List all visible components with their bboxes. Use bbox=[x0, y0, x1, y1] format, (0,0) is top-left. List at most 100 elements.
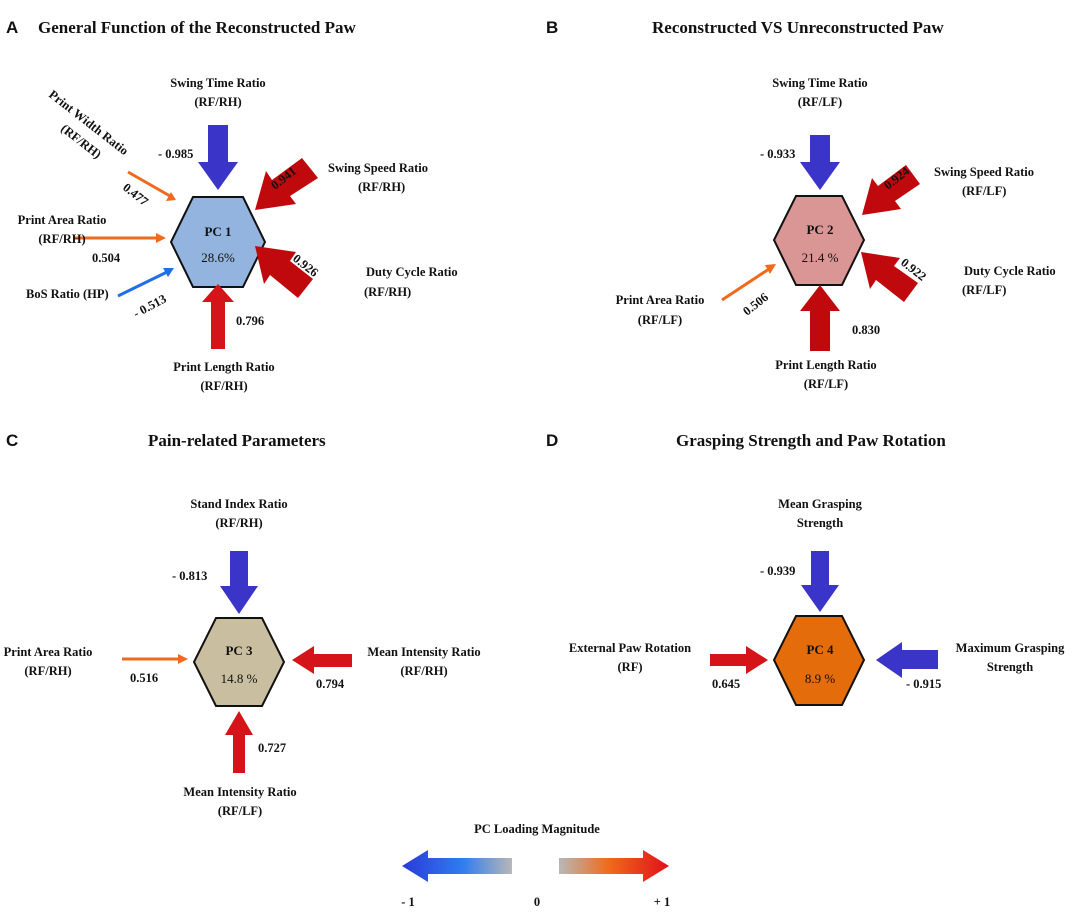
c-stand-index-sub: (RF/RH) bbox=[215, 516, 262, 530]
a-bos-arrow-shaft bbox=[117, 270, 168, 298]
a-print-length-arrow bbox=[202, 284, 234, 349]
panel-d-letter: D bbox=[546, 431, 558, 450]
panel-d: D Grasping Strength and Paw Rotation PC … bbox=[546, 431, 1065, 706]
b-print-area-arrow-shaft bbox=[721, 267, 770, 302]
pc4-hexagon bbox=[772, 615, 866, 706]
d-max-grasp-value: - 0.915 bbox=[906, 677, 941, 691]
panel-a-letter: A bbox=[6, 18, 18, 37]
a-print-width-arrow-head bbox=[166, 192, 176, 201]
pc4-label: PC 4 bbox=[806, 642, 834, 657]
b-swing-time-sub: (RF/LF) bbox=[798, 95, 842, 109]
a-swing-speed-label: Swing Speed Ratio bbox=[328, 161, 428, 175]
b-print-area-label: Print Area Ratio bbox=[616, 293, 705, 307]
c-print-area-sub: (RF/RH) bbox=[24, 664, 71, 678]
pc3-label: PC 3 bbox=[225, 643, 253, 658]
a-swing-speed-sub: (RF/RH) bbox=[358, 180, 405, 194]
legend-negative-arrow bbox=[402, 850, 512, 882]
b-swing-time-label: Swing Time Ratio bbox=[772, 76, 867, 90]
c-stand-index-arrow bbox=[220, 551, 258, 614]
a-print-width-value: 0.477 bbox=[120, 180, 151, 208]
panel-c-title: Pain-related Parameters bbox=[148, 431, 326, 450]
pc3-variance: 14.8 % bbox=[221, 671, 258, 686]
pc4-variance: 8.9 % bbox=[805, 671, 836, 686]
pc2-label: PC 2 bbox=[806, 222, 833, 237]
a-bos-arrow-head bbox=[163, 268, 174, 277]
a-print-length-sub: (RF/RH) bbox=[200, 379, 247, 393]
d-mean-grasp-value: - 0.939 bbox=[760, 564, 795, 578]
d-mean-grasp-arrow bbox=[801, 551, 839, 612]
a-bos-value: - 0.513 bbox=[131, 292, 169, 321]
c-mean-intensity-lf-arrow bbox=[225, 711, 253, 773]
b-duty-cycle-arrow bbox=[861, 252, 918, 302]
d-mean-grasp-sub: Strength bbox=[797, 516, 843, 530]
d-ext-rotation-sub: (RF) bbox=[618, 660, 643, 674]
a-print-area-label: Print Area Ratio bbox=[18, 213, 107, 227]
a-print-area-value: 0.504 bbox=[92, 251, 121, 265]
c-stand-index-value: - 0.813 bbox=[172, 569, 207, 583]
b-swing-time-value: - 0.933 bbox=[760, 147, 795, 161]
legend-min-label: - 1 bbox=[401, 895, 415, 909]
d-ext-rotation-value: 0.645 bbox=[712, 677, 740, 691]
panel-c: C Pain-related Parameters PC 3 14.8 % St… bbox=[4, 431, 481, 818]
pc2-variance: 21.4 % bbox=[802, 250, 839, 265]
a-print-area-sub: (RF/RH) bbox=[38, 232, 85, 246]
b-print-length-sub: (RF/LF) bbox=[804, 377, 848, 391]
a-bos-label: BoS Ratio (HP) bbox=[26, 287, 109, 301]
legend: PC Loading Magnitude - 1 0 + 1 bbox=[401, 822, 670, 909]
d-mean-grasp-label: Mean Grasping bbox=[778, 497, 862, 511]
b-swing-time-arrow bbox=[800, 135, 840, 190]
b-swing-speed-sub: (RF/LF) bbox=[962, 184, 1006, 198]
pc1-label: PC 1 bbox=[204, 224, 231, 239]
panel-b: B Reconstructed VS Unreconstructed Paw P… bbox=[546, 18, 1056, 391]
d-ext-rotation-label: External Paw Rotation bbox=[569, 641, 691, 655]
c-print-area-value: 0.516 bbox=[130, 671, 158, 685]
c-mean-intensity-rh-label: Mean Intensity Ratio bbox=[367, 645, 480, 659]
legend-mid-label: 0 bbox=[534, 895, 540, 909]
c-print-area-arrow-head bbox=[178, 654, 188, 664]
pc1-variance: 28.6% bbox=[201, 250, 235, 265]
b-print-area-value: 0.506 bbox=[740, 290, 771, 318]
d-max-grasp-label: Maximum Grasping bbox=[956, 641, 1065, 655]
pc3-hexagon bbox=[192, 617, 286, 707]
b-swing-speed-label: Swing Speed Ratio bbox=[934, 165, 1034, 179]
b-print-length-value: 0.830 bbox=[852, 323, 880, 337]
b-print-length-arrow bbox=[800, 285, 840, 351]
c-mean-intensity-rh-sub: (RF/RH) bbox=[400, 664, 447, 678]
panel-d-title: Grasping Strength and Paw Rotation bbox=[676, 431, 946, 450]
a-swing-time-arrow bbox=[198, 125, 238, 190]
legend-title: PC Loading Magnitude bbox=[474, 822, 600, 836]
b-print-length-label: Print Length Ratio bbox=[775, 358, 876, 372]
d-ext-rotation-arrow bbox=[710, 646, 768, 674]
c-mean-intensity-lf-label: Mean Intensity Ratio bbox=[183, 785, 296, 799]
panel-b-title: Reconstructed VS Unreconstructed Paw bbox=[652, 18, 944, 37]
d-max-grasp-sub: Strength bbox=[987, 660, 1033, 674]
c-print-area-label: Print Area Ratio bbox=[4, 645, 93, 659]
a-duty-cycle-sub: (RF/RH) bbox=[364, 285, 411, 299]
c-mean-intensity-rh-value: 0.794 bbox=[316, 677, 345, 691]
b-swing-speed-arrow bbox=[862, 165, 920, 215]
a-print-width-arrow-shaft bbox=[127, 170, 171, 198]
legend-max-label: + 1 bbox=[654, 895, 671, 909]
c-mean-intensity-lf-value: 0.727 bbox=[258, 741, 286, 755]
a-print-length-value: 0.796 bbox=[236, 314, 264, 328]
a-print-length-label: Print Length Ratio bbox=[173, 360, 274, 374]
b-duty-cycle-sub: (RF/LF) bbox=[962, 283, 1006, 297]
pc2-hexagon bbox=[772, 195, 866, 286]
a-print-area-arrow-head bbox=[156, 233, 166, 243]
a-swing-time-label: Swing Time Ratio bbox=[170, 76, 265, 90]
a-duty-cycle-arrow bbox=[255, 246, 313, 298]
b-print-area-sub: (RF/LF) bbox=[638, 313, 682, 327]
c-stand-index-label: Stand Index Ratio bbox=[190, 497, 287, 511]
a-duty-cycle-label: Duty Cycle Ratio bbox=[366, 265, 458, 279]
a-swing-time-sub: (RF/RH) bbox=[194, 95, 241, 109]
a-swing-speed-arrow bbox=[255, 158, 318, 210]
pc1-hexagon bbox=[169, 196, 267, 288]
c-mean-intensity-lf-sub: (RF/LF) bbox=[218, 804, 262, 818]
panel-a: A General Function of the Reconstructed … bbox=[6, 18, 458, 393]
c-mean-intensity-rh-arrow bbox=[292, 646, 352, 674]
b-duty-cycle-label: Duty Cycle Ratio bbox=[964, 264, 1056, 278]
a-swing-time-value: - 0.985 bbox=[158, 147, 193, 161]
panel-a-title: General Function of the Reconstructed Pa… bbox=[38, 18, 356, 37]
d-max-grasp-arrow bbox=[876, 642, 938, 678]
